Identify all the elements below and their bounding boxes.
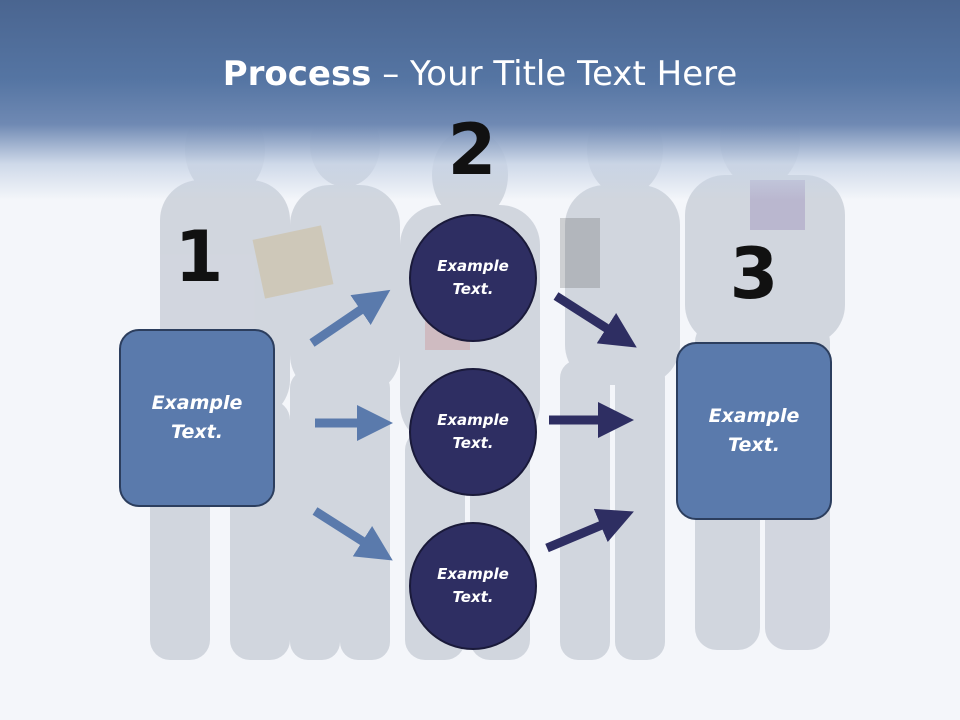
title-bold: Process (222, 54, 372, 94)
step-number-2: 2 (447, 109, 497, 191)
process-circle-2: Example Text. (409, 368, 537, 496)
slide-title: Process – Your Title Text Here (0, 52, 960, 96)
process-circle-3: Example Text. (409, 522, 537, 650)
header-band (0, 0, 960, 200)
left-process-box: Example Text. (119, 329, 275, 507)
title-rest: – Your Title Text Here (371, 54, 738, 94)
right-process-box: Example Text. (676, 342, 832, 520)
step-number-3: 3 (729, 233, 779, 315)
arrow-circle-3-to-box (545, 508, 634, 553)
step-number-1: 1 (174, 216, 224, 298)
arrow-box-to-circle-1 (309, 289, 391, 347)
process-circle-1: Example Text. (409, 214, 537, 342)
arrow-box-to-circle-3 (312, 507, 393, 561)
arrow-circle-1-to-box (553, 292, 637, 348)
